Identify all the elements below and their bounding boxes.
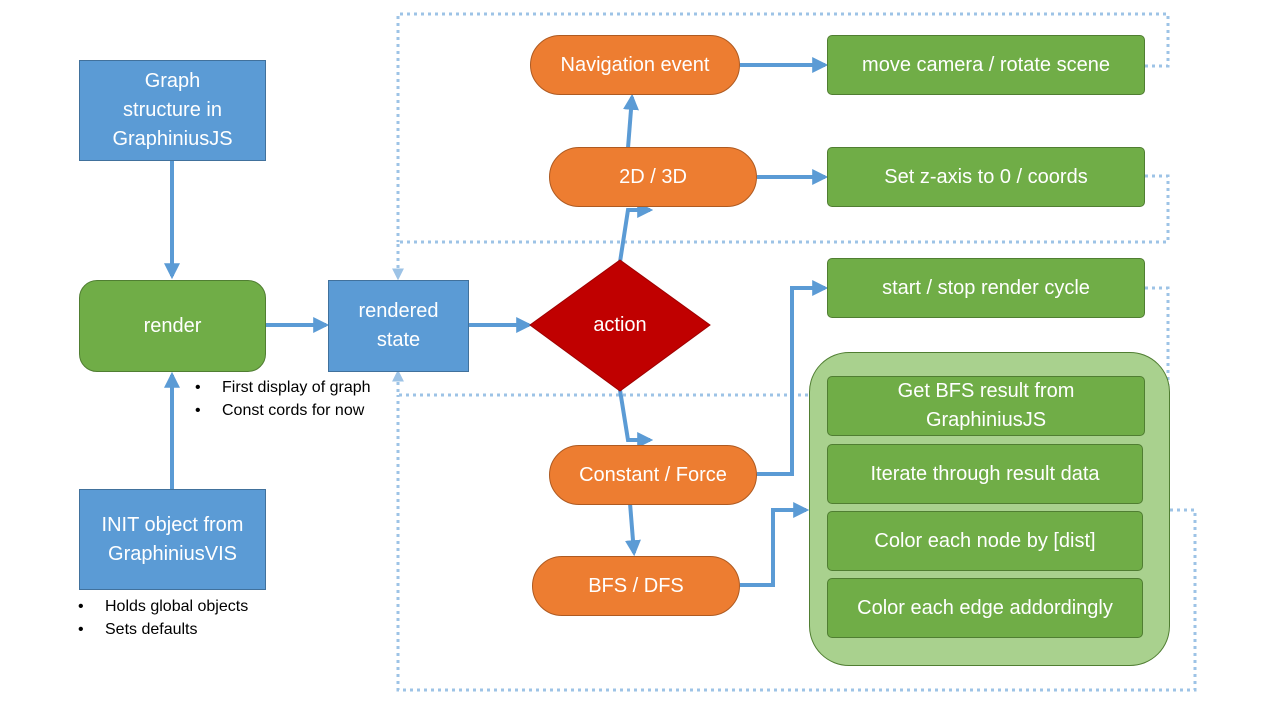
get-bfs-result-label: Get BFS result from GraphiniusJS [897, 380, 1075, 431]
mode-2d-3d-label: 2D / 3D [619, 165, 687, 188]
flow-arrows [164, 57, 829, 587]
move-camera-label: move camera / rotate scene [862, 53, 1110, 76]
iterate-result-box: Iterate through result data [827, 444, 1143, 504]
arrow-2d3d-to-navigation [623, 93, 639, 149]
rendered-state-notes: First display of graph Const cords for n… [192, 376, 371, 422]
set-z-axis-box: Set z-axis to 0 / coords [827, 147, 1145, 207]
arrow-constant-to-bfs [625, 502, 641, 557]
bfs-dfs-label: BFS / DFS [588, 574, 684, 597]
init-object-label: INIT object from GraphiniusVIS [101, 513, 244, 565]
get-bfs-result-box: Get BFS result from GraphiniusJS [827, 376, 1145, 436]
navigation-event-label: Navigation event [560, 53, 710, 76]
note-holds-global-objects: Holds global objects [75, 595, 248, 618]
render-label: render [143, 314, 202, 337]
bfs-dfs-node: BFS / DFS [532, 556, 740, 616]
rendered-state-label: rendered state [358, 300, 439, 351]
feedback-line-camera [396, 12, 1170, 242]
start-stop-render-label: start / stop render cycle [882, 276, 1090, 299]
arrow-action-to-2d3d [618, 202, 654, 263]
arrow-constant-to-render-cycle [757, 280, 829, 476]
rendered-state-box: rendered state [328, 280, 469, 372]
color-edges-label: Color each edge addordingly [857, 596, 1113, 619]
init-object-box: INIT object from GraphiniusVIS [79, 489, 266, 590]
move-camera-box: move camera / rotate scene [827, 35, 1145, 95]
action-diamond [529, 259, 711, 392]
graph-structure-box: Graph structure in GraphiniusJS [79, 60, 266, 161]
feedback-lines [392, 12, 1197, 692]
color-nodes-box: Color each node by [dist] [827, 511, 1143, 571]
note-first-display: First display of graph [192, 376, 371, 399]
constant-force-node: Constant / Force [549, 445, 757, 505]
arrow-action-to-constant [618, 389, 654, 448]
feedback-line-render-cycle [392, 286, 1170, 397]
note-sets-defaults: Sets defaults [75, 618, 248, 641]
iterate-result-label: Iterate through result data [870, 462, 1100, 485]
render-box: render [79, 280, 266, 372]
arrow-bfs-to-group [740, 502, 810, 587]
color-nodes-label: Color each node by [dist] [874, 529, 1096, 552]
constant-force-label: Constant / Force [579, 463, 727, 486]
feedback-line-z-axis [392, 174, 1170, 281]
action-label: action [593, 313, 647, 336]
navigation-event-node: Navigation event [530, 35, 740, 95]
color-edges-box: Color each edge addordingly [827, 578, 1143, 638]
mode-2d-3d-node: 2D / 3D [549, 147, 757, 207]
start-stop-render-box: start / stop render cycle [827, 258, 1145, 318]
feedback-line-bfs [396, 395, 1197, 692]
init-object-notes: Holds global objects Sets defaults [75, 595, 248, 641]
graph-structure-label: Graph structure in GraphiniusJS [112, 70, 233, 150]
set-z-axis-label: Set z-axis to 0 / coords [884, 165, 1088, 188]
note-const-cords: Const cords for now [192, 399, 371, 422]
